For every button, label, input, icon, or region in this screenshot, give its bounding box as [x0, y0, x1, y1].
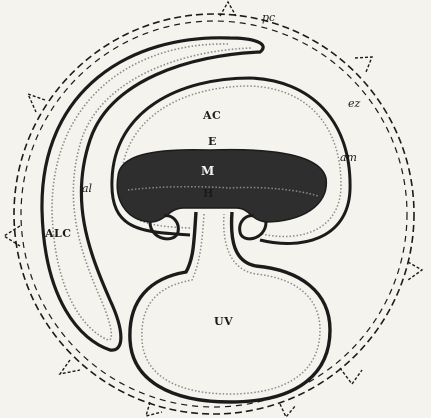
label-ez: ez — [348, 98, 360, 109]
villus — [60, 360, 80, 374]
label-H: H — [203, 188, 214, 199]
label-am: am — [340, 152, 357, 163]
villus — [4, 226, 20, 246]
outer-membrane-dashed-inner — [21, 21, 407, 407]
label-AC: AC — [203, 110, 221, 121]
villus — [340, 368, 362, 384]
embryo-body — [117, 150, 326, 222]
villus — [280, 404, 296, 417]
yolk-sac-outer — [130, 212, 330, 402]
label-UV: UV — [214, 316, 233, 327]
yolk-sac-inner-dotted — [142, 214, 320, 394]
label-ALC: ALC — [45, 228, 72, 239]
label-E: E — [208, 136, 217, 147]
villus — [408, 262, 422, 280]
label-al: al — [82, 183, 92, 194]
label-pc: pc — [262, 12, 275, 23]
villi — [4, 2, 422, 417]
label-M: M — [201, 165, 214, 177]
villus — [28, 94, 45, 112]
outer-membrane-dashed-outer — [14, 14, 414, 414]
villus — [355, 57, 372, 72]
